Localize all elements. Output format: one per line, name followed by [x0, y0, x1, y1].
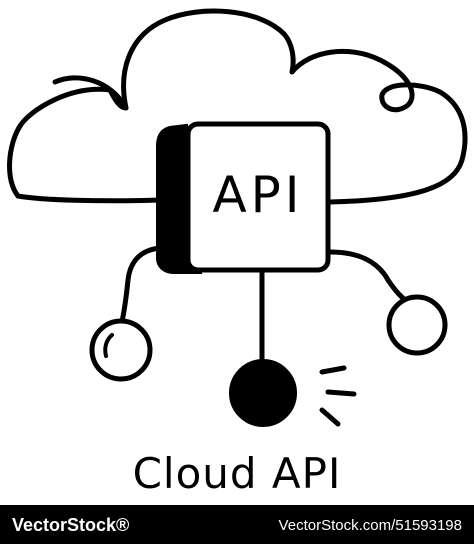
- watermark-brand: VectorStock®: [12, 515, 130, 535]
- connector-right: [327, 249, 413, 307]
- api-box-label: API: [212, 166, 303, 224]
- node-center: [229, 359, 297, 427]
- node-left: [89, 318, 153, 382]
- api-box: [185, 121, 331, 273]
- motion-lines: [319, 365, 357, 427]
- watermark-image-id: VectorStock.com/51593198: [278, 517, 462, 534]
- node-right: [386, 294, 448, 356]
- connector-left: [119, 245, 163, 325]
- cloud-api-illustration: API: [7, 8, 468, 427]
- watermark-footer: VectorStock® VectorStock.com/51593198: [0, 505, 474, 544]
- cloud-bump-left: [52, 75, 129, 111]
- caption-title: Cloud API: [132, 449, 342, 498]
- node-left-highlight: [103, 333, 114, 358]
